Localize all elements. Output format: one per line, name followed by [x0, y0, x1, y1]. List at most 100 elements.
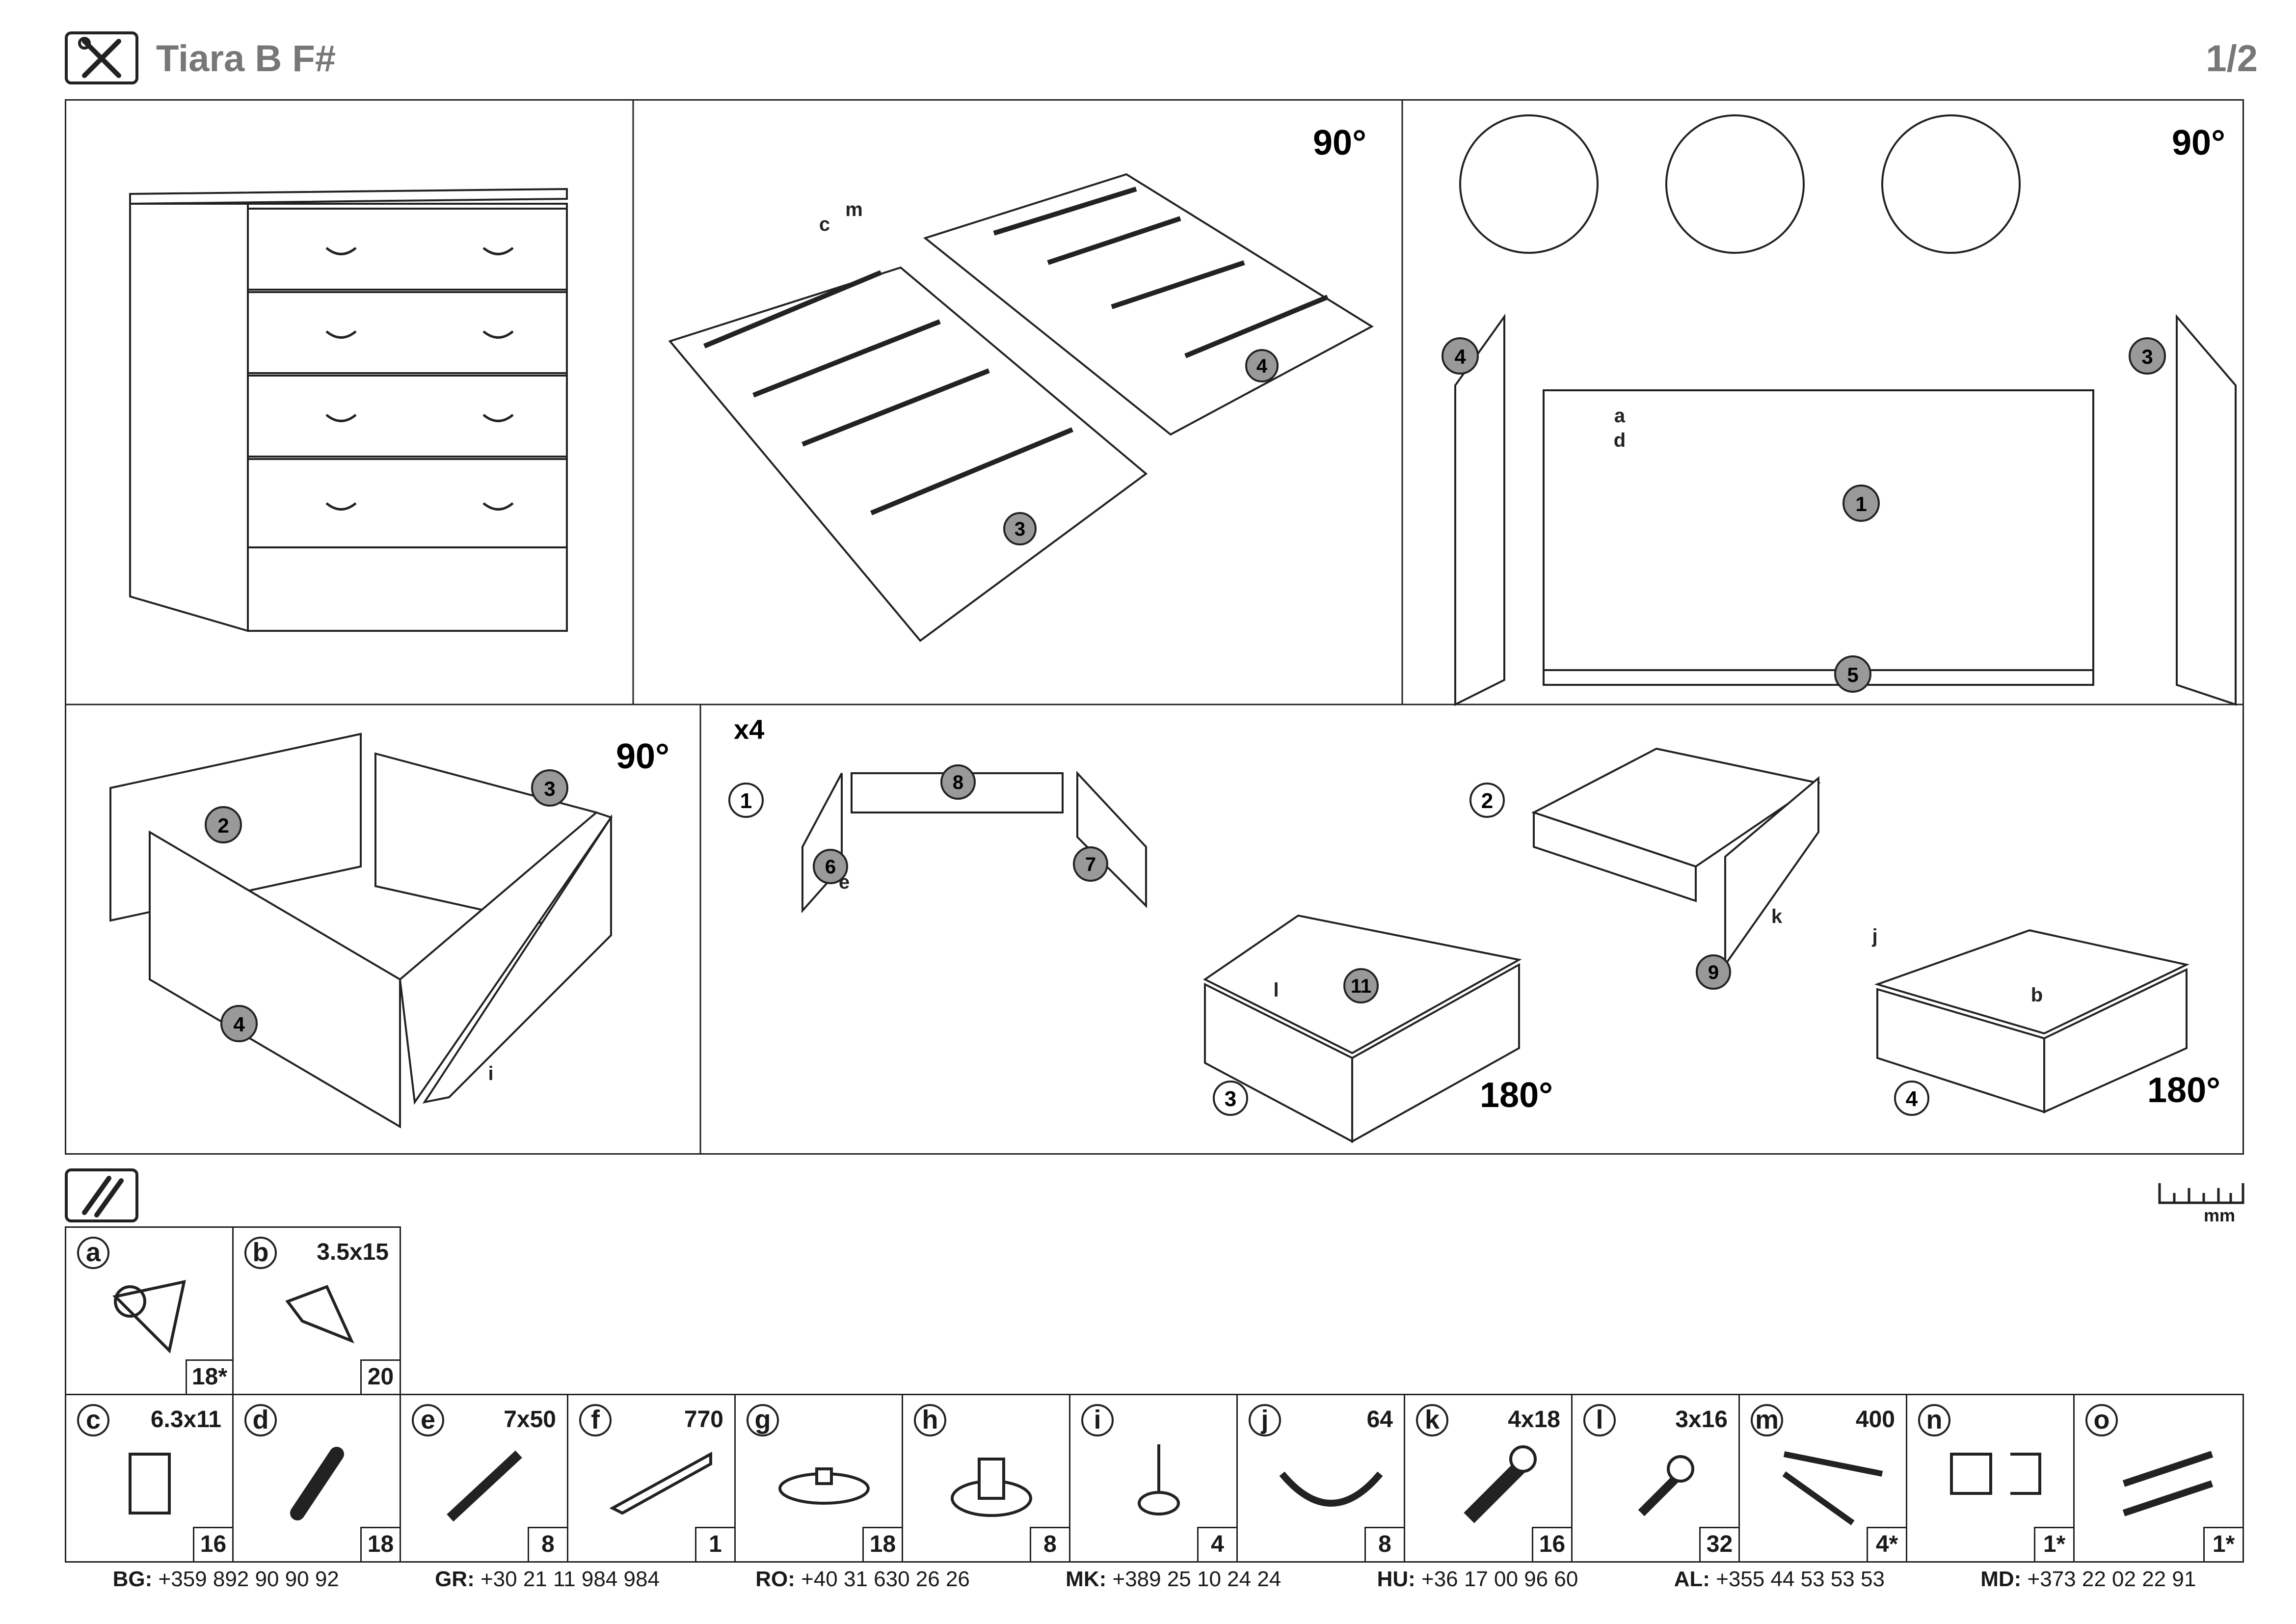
part-quantity: 20 [360, 1359, 400, 1394]
panel-label: 3 [544, 777, 555, 800]
part-cell-o: o 1* [2073, 1394, 2244, 1563]
part-quantity: 1 [695, 1527, 734, 1561]
profile-strip-icon [609, 1451, 712, 1515]
page-number: 1/2 [2206, 38, 2258, 80]
step-number: 4 [1906, 1087, 1918, 1111]
contact-ro: RO: +40 31 630 26 26 [755, 1567, 970, 1601]
part-size: 3x16 [1675, 1407, 1728, 1433]
contact-bg: BG: +359 892 90 90 92 [113, 1567, 339, 1601]
side-panels-slides-illustration [668, 173, 1374, 642]
part-quantity: 16 [1532, 1527, 1571, 1561]
part-letter: j [1249, 1404, 1281, 1436]
country-code: HU: [1377, 1567, 1415, 1591]
contact-al: AL: +355 44 53 53 53 [1674, 1567, 1885, 1601]
part-cell-n: n 1* [1906, 1394, 2075, 1563]
part-letter: d [244, 1404, 277, 1436]
part-letter: k [1416, 1404, 1448, 1436]
part-quantity: 32 [1699, 1527, 1738, 1561]
panel-label: 4 [233, 1013, 245, 1036]
carcass-assembly-illustration [1442, 114, 2237, 706]
part-letter: a [77, 1237, 109, 1269]
panel-label: 8 [953, 772, 963, 793]
country-code: AL: [1674, 1567, 1710, 1591]
part-quantity: 16 [193, 1527, 232, 1561]
part-letter: o [2085, 1404, 2118, 1436]
part-size: 6.3x11 [150, 1407, 221, 1433]
country-code: GR: [435, 1567, 475, 1591]
panel-label: 9 [1708, 962, 1719, 983]
part-cell-l: l 3x16 32 [1571, 1394, 1740, 1563]
rotate-label: 180° [2147, 1071, 2220, 1110]
nail-glide-icon [1138, 1444, 1180, 1516]
rotate-label: 90° [616, 737, 669, 776]
rotate-label: 90° [2172, 123, 2225, 162]
contact-mk: MK: +389 25 10 24 24 [1066, 1567, 1281, 1601]
screw-icon [1464, 1445, 1537, 1523]
panel-label: 2 [217, 814, 229, 837]
phone-number: +359 892 90 90 92 [158, 1567, 339, 1591]
part-letter: l [1583, 1404, 1616, 1436]
country-code: RO: [755, 1567, 795, 1591]
panel-label: 4 [1256, 355, 1268, 377]
part-size: 64 [1366, 1407, 1393, 1433]
part-quantity: 1* [2034, 1527, 2073, 1561]
part-cell-h: h 8 [902, 1394, 1070, 1563]
panel-label: 6 [825, 856, 836, 878]
part-letter: i [1081, 1404, 1114, 1436]
screw-icon [129, 1453, 171, 1515]
part-quantity: 18* [185, 1359, 232, 1394]
part-letter: n [1918, 1404, 1950, 1436]
part-size: 3.5x15 [317, 1239, 389, 1265]
dowel-icon [290, 1447, 344, 1520]
country-code: MD: [1980, 1567, 2022, 1591]
panel-label: 5 [1847, 663, 1858, 686]
ruler: mm [2157, 1181, 2245, 1225]
part-letter: e [412, 1404, 444, 1436]
ruler-unit: mm [2204, 1205, 2236, 1225]
part-cell-m: m 400 4* [1738, 1394, 1907, 1563]
phone-number: +36 17 00 96 60 [1421, 1567, 1578, 1591]
handle-icon [1279, 1471, 1383, 1507]
panel-label: 11 [1351, 975, 1371, 997]
part-size: 400 [1855, 1407, 1895, 1433]
panel-label: 1 [1855, 492, 1867, 515]
part-quantity: 1* [2203, 1527, 2243, 1561]
part-letter: m [1751, 1404, 1783, 1436]
part-cell-i: i 4 [1069, 1394, 1238, 1563]
panel-label: 7 [1085, 854, 1096, 875]
part-cell-g: g 18 [734, 1394, 903, 1563]
contact-md: MD: +373 22 02 22 91 [1980, 1567, 2196, 1601]
part-cell-k: k 4x18 16 [1404, 1394, 1573, 1563]
part-quantity: 4 [1197, 1527, 1236, 1561]
part-size: 770 [684, 1407, 723, 1433]
rotate-label: 90° [1313, 123, 1366, 162]
part-cell-b: b 3.5x15 20 [232, 1226, 401, 1395]
phone-number: +30 21 11 984 984 [480, 1567, 660, 1591]
panel-label: 3 [1015, 518, 1025, 540]
box-assembly-illustration [109, 732, 613, 1129]
contact-phones: BG: +359 892 90 90 92 GR: +30 21 11 984 … [65, 1567, 2244, 1601]
part-letter: c [77, 1404, 109, 1436]
glide-icon [778, 1467, 870, 1505]
part-letter: h [914, 1404, 946, 1436]
cam-bolt-icon [112, 1280, 186, 1354]
part-letter: b [244, 1237, 277, 1269]
bracket-icon [1950, 1453, 2041, 1495]
part-quantity: 18 [862, 1527, 902, 1561]
phone-number: +373 22 02 22 91 [2027, 1567, 2196, 1591]
screw-icon [1638, 1455, 1694, 1516]
wall-anchor-icon [2122, 1451, 2214, 1516]
hardware-icon [65, 1168, 138, 1222]
product-title: Tiara B F# [156, 38, 336, 80]
panel-label: 3 [2141, 345, 2153, 368]
country-code: BG: [112, 1567, 153, 1591]
assembly-steps-frame: 3 4 90° 1 5 4 3 90° 2 3 4 90° x4 [65, 99, 2244, 1155]
panel-label: 4 [1454, 345, 1466, 368]
phone-number: +40 31 630 26 26 [801, 1567, 970, 1591]
part-cell-c: c 6.3x11 16 [65, 1394, 234, 1563]
contact-hu: HU: +36 17 00 96 60 [1377, 1567, 1578, 1601]
dresser-illustration [129, 188, 568, 632]
phone-number: +389 25 10 24 24 [1112, 1567, 1281, 1591]
ruler-icon [2158, 1183, 2244, 1204]
step-number: 1 [740, 789, 752, 813]
